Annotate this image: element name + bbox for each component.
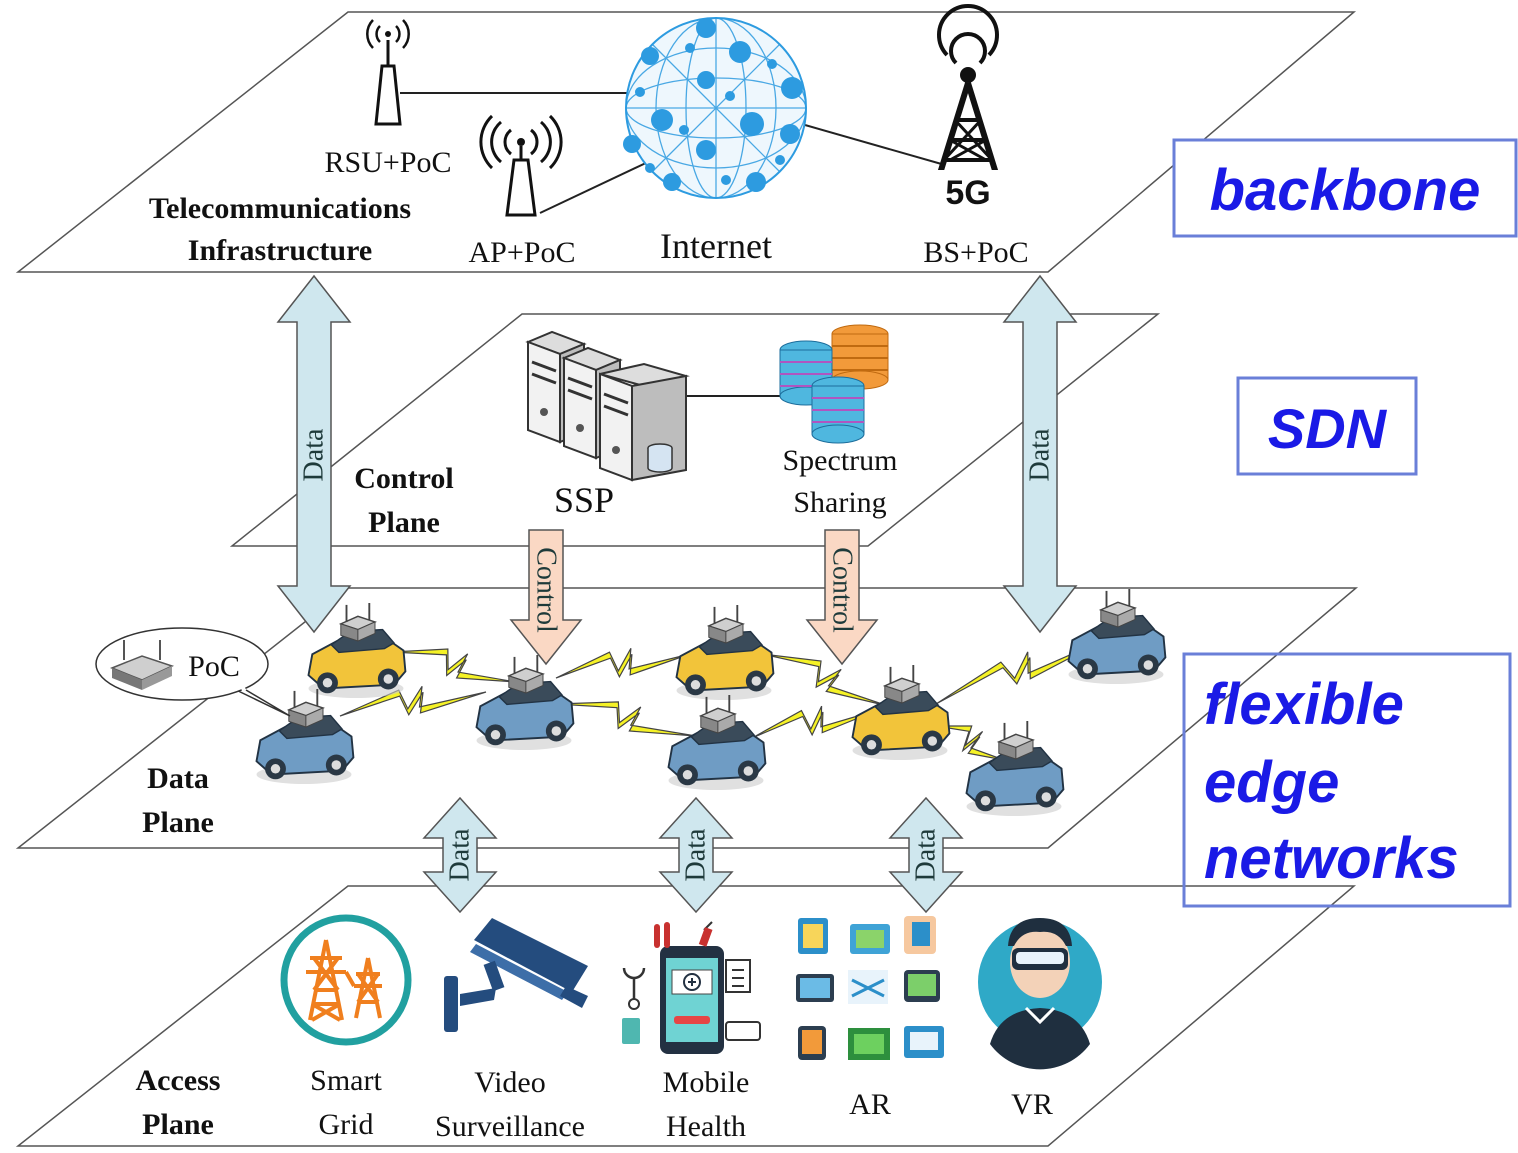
power-tower-icon: [280, 914, 412, 1046]
internet-globe-icon: [623, 17, 807, 199]
5g-tower-icon: 5G: [930, 4, 1006, 212]
internet-label: Internet: [660, 226, 772, 266]
5g-label: 5G: [945, 174, 990, 212]
ar-grid-icon: [796, 916, 944, 1060]
control-title-line1: Control: [354, 462, 453, 495]
car-blue-8-onboard-unit-icon: [996, 720, 1035, 760]
access-title-line2: Plane: [142, 1108, 214, 1141]
mobile-health-label-line1: Mobile: [663, 1066, 750, 1099]
sdn-tag: SDN: [1236, 376, 1418, 476]
edge-tag-line2: edge: [1204, 750, 1339, 815]
sdn-tag-text: SDN: [1268, 397, 1388, 460]
data-title-line2: Plane: [142, 806, 214, 839]
video-surveillance-label-line1: Video: [474, 1066, 546, 1099]
ar-label: AR: [849, 1088, 891, 1121]
data-arrow-access-3: Data: [888, 796, 964, 914]
control-title-line2: Plane: [368, 506, 440, 539]
car-yellow-6: [851, 664, 951, 760]
car-yellow-4-onboard-unit-icon: [706, 604, 745, 644]
control-arrow-right: Control: [805, 529, 879, 666]
spectrum-database-icon: [779, 324, 889, 444]
rsu-antenna-icon: [366, 19, 410, 126]
video-surveillance-label-line2: Surveillance: [435, 1110, 585, 1143]
control-arrow-left-label: Control: [531, 547, 562, 633]
ssp-server-icon: [525, 330, 690, 482]
car-blue-5-onboard-unit-icon: [698, 694, 737, 734]
control-plane: [229, 313, 1161, 547]
poc-label: PoC: [188, 650, 240, 683]
car-blue-5: [667, 694, 767, 790]
control-arrow-left: Control: [509, 529, 583, 666]
wireless-links: [339, 639, 1105, 761]
data-arrow-access-2: Data: [658, 796, 734, 914]
car-yellow-4: [675, 604, 775, 700]
data-arrow-left-label: Data: [299, 428, 330, 481]
backbone-tag: backbone: [1172, 138, 1518, 238]
control-arrow-right-label: Control: [827, 547, 858, 633]
data-title-line1: Data: [147, 762, 209, 795]
car-blue-7-onboard-unit-icon: [1098, 588, 1137, 628]
internet-bs-link: [804, 124, 946, 166]
car-yellow-1: [307, 602, 407, 698]
car-yellow-1-onboard-unit-icon: [338, 602, 377, 642]
backbone-tag-text: backbone: [1210, 158, 1481, 223]
ap-internet-link: [539, 161, 649, 214]
spectrum-label-line2: Sharing: [793, 486, 886, 519]
data-arrow-access-2-label: Data: [681, 828, 712, 881]
telecom-title-line2: Infrastructure: [188, 234, 372, 267]
data-arrow-right-label: Data: [1025, 428, 1056, 481]
ap-label: AP+PoC: [469, 236, 576, 269]
access-title-line1: Access: [136, 1064, 221, 1097]
edge-tag-line1: flexible: [1204, 672, 1404, 737]
vr-label: VR: [1011, 1088, 1053, 1121]
data-arrow-access-3-label: Data: [911, 828, 942, 881]
data-arrow-access-1-label: Data: [445, 828, 476, 881]
car-blue-8: [965, 720, 1065, 816]
mobile-health-icon: [622, 921, 761, 1054]
ssp-label: SSP: [554, 480, 614, 520]
edge-networks-tag: flexible edge networks: [1182, 652, 1512, 908]
bs-label: BS+PoC: [923, 236, 1028, 269]
data-arrow-access-1: Data: [422, 796, 498, 914]
spectrum-label-line1: Spectrum: [783, 444, 898, 477]
car-blue-7: [1067, 588, 1167, 684]
smart-grid-label-line2: Grid: [319, 1108, 374, 1141]
cctv-camera-icon: [444, 918, 588, 1032]
telecom-title-line1: Telecommunications: [149, 192, 411, 225]
vehicles: [255, 588, 1167, 816]
car-blue-2: [255, 688, 355, 784]
vr-headset-icon: [978, 918, 1102, 1070]
ap-antenna-icon: [479, 114, 563, 217]
link-car2-car3: [339, 685, 487, 717]
poc-callout: PoC: [95, 627, 291, 717]
car-yellow-6-onboard-unit-icon: [882, 664, 921, 704]
mobile-health-label-line2: Health: [666, 1110, 746, 1143]
data-arrow-right: Data: [1002, 274, 1078, 634]
router-icon: [109, 640, 175, 690]
smart-grid-label-line1: Smart: [310, 1064, 382, 1097]
car-blue-3: [475, 654, 575, 750]
car-blue-2-onboard-unit-icon: [286, 688, 325, 728]
car-blue-3-onboard-unit-icon: [506, 654, 545, 694]
data-arrow-left: Data: [276, 274, 352, 634]
edge-tag-line3: networks: [1204, 826, 1459, 891]
rsu-label: RSU+PoC: [325, 146, 452, 179]
